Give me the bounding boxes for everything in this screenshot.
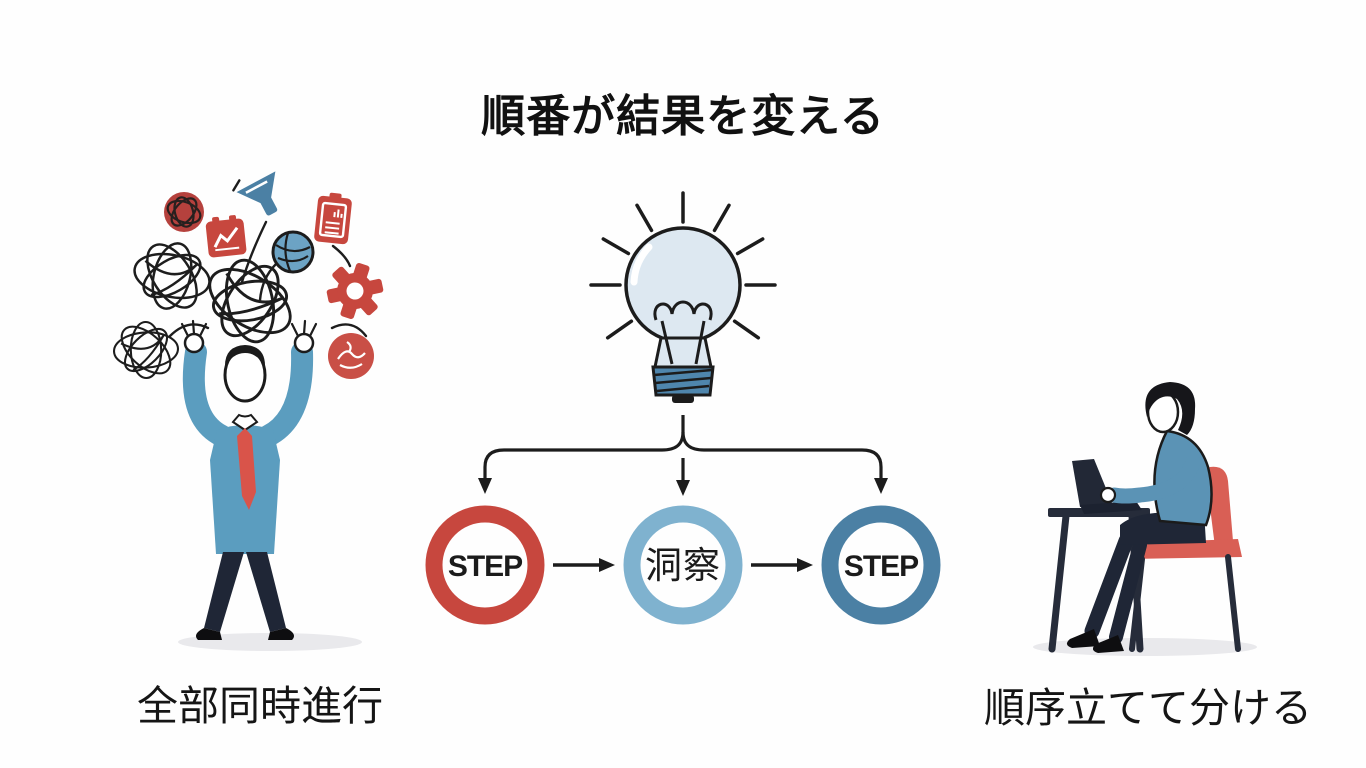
step-ring-3-label: STEP xyxy=(844,550,918,583)
yarn-globe-icon xyxy=(271,230,315,274)
organized-illustration xyxy=(1033,382,1257,656)
bar-chart-badge-icon xyxy=(205,215,247,258)
page-title: 順番が結果を変える xyxy=(481,92,885,141)
left-caption: 全部同時進行 xyxy=(137,683,383,729)
crumpled-note-icon xyxy=(328,333,374,379)
step-ring-2 xyxy=(623,505,743,625)
flow-diagram: STEP 洞察 STEP xyxy=(425,191,941,625)
overwhelmed-person xyxy=(180,319,318,640)
chaos-illustration xyxy=(102,171,384,651)
right-caption: 順序立てて分ける xyxy=(984,685,1312,731)
floor-shadow xyxy=(1033,638,1257,656)
laptop-icon xyxy=(1072,459,1142,514)
hands xyxy=(180,319,318,354)
branch-arrows xyxy=(478,415,888,496)
step-ring-3 xyxy=(821,505,941,625)
lightbulb-icon xyxy=(589,191,777,403)
megaphone-funnel-icon xyxy=(232,171,278,216)
step-ring-2-label: 洞察 xyxy=(645,545,721,586)
step-rings: STEP 洞察 STEP xyxy=(425,505,941,625)
step-ring-1-label: STEP xyxy=(448,550,522,583)
gear-icon xyxy=(326,262,384,320)
clipboard-report-icon xyxy=(314,192,352,245)
flow-arrow-2 xyxy=(751,558,813,572)
red-scribble-ball-icon xyxy=(164,192,204,232)
focused-person xyxy=(1066,382,1213,653)
flow-arrow-1 xyxy=(553,558,615,572)
step-ring-1 xyxy=(425,505,545,625)
floor-shadow xyxy=(178,633,362,651)
